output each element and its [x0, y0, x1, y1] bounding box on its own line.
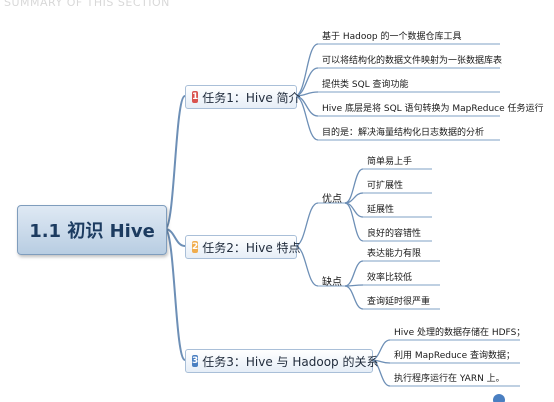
task2-pros-connector: [294, 202, 319, 247]
logo-dot-icon: [493, 394, 505, 402]
task1-item-2: 可以将结构化的数据文件映射为一张数据库表: [322, 56, 503, 66]
corner-logo: [493, 392, 553, 402]
task2-label: 任务2：Hive 特点: [202, 240, 301, 255]
task1-item-5: 目的是：解决海量结构化日志数据的分析: [322, 128, 485, 138]
task3-label: 任务3：Hive 与 Hadoop 的关系: [202, 354, 379, 369]
task2-con-item-1: 表达能力有限: [367, 249, 422, 259]
root-to-task1-connector: [164, 95, 186, 230]
task3-item-connector-3: [370, 359, 391, 387]
task2-badge: 2: [192, 241, 199, 253]
header-watermark-text: SUMMARY OF THIS SECTION: [4, 0, 170, 9]
task3-item-2: 利用 MapReduce 查询数据；: [394, 351, 516, 361]
task2-pro-item-3: 延展性: [367, 205, 395, 215]
task3-badge: 3: [192, 355, 199, 367]
task2-pro-item-4: 良好的容错性: [367, 229, 422, 239]
task2-cons-connector: [294, 245, 319, 287]
task2-pro-item-1: 简单易上手: [367, 157, 413, 167]
task2-node: 2 任务2：Hive 特点: [185, 235, 301, 259]
task1-item-connector-5: [294, 95, 319, 141]
task3-item-3: 执行程序运行在 YARN 上。: [394, 374, 505, 384]
task3-item-1: Hive 处理的数据存储在 HDFS；: [394, 328, 526, 338]
task2-con-item-3: 查询延时很严重: [367, 297, 431, 307]
task2-pro-item-2: 可扩展性: [367, 181, 404, 191]
task3-node: 3 任务3：Hive 与 Hadoop 的关系: [185, 349, 378, 373]
task1-node: 1 任务1：Hive 简介: [185, 85, 301, 109]
task2-con-connector-1: [344, 260, 364, 287]
task1-item-connector-2: [294, 67, 319, 97]
task1-label: 任务1：Hive 简介: [202, 90, 301, 105]
task1-item-4: Hive 底层是将 SQL 语句转换为 MapReduce 任务运行: [322, 104, 544, 114]
task2-pro-connector-1: [344, 168, 364, 204]
task2-cons-label: 缺点: [322, 277, 342, 288]
task2-pros-label: 优点: [322, 194, 342, 205]
task1-item-1: 基于 Hadoop 的一个数据仓库工具: [322, 32, 462, 42]
task2-con-item-2: 效率比较低: [367, 273, 413, 283]
root-to-task2-connector: [164, 228, 186, 247]
task1-item-3: 提供类 SQL 查询功能: [322, 80, 409, 90]
root-to-task3-connector: [164, 228, 186, 361]
task2-con-connector-3: [344, 285, 364, 310]
task1-item-connector-1: [294, 43, 319, 97]
task2-pro-connector-4: [344, 202, 364, 242]
root-topic: 1.1 初识 Hive: [17, 205, 167, 255]
task1-badge: 1: [192, 91, 199, 103]
